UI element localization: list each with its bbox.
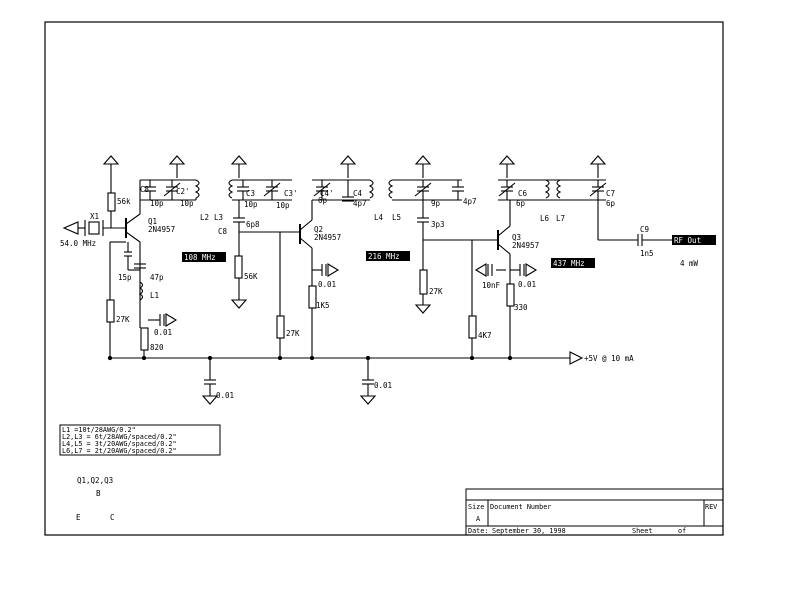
label-l5: L5 (392, 213, 401, 222)
label-c3b: C3' (284, 189, 298, 198)
tb-sheet-label: Sheet (632, 527, 652, 535)
label-c2-val2: 10p (180, 199, 194, 208)
pinout-c: C (110, 513, 115, 522)
pinout-e: E (76, 513, 81, 522)
label-c-4p7: 4p7 (463, 197, 477, 206)
label-l6: L6 (540, 214, 550, 223)
label-c-3p3: 3p3 (431, 220, 445, 229)
label-216mhz: 216 MHz (368, 252, 400, 261)
label-c4: C4 (353, 189, 363, 198)
label-q1-type: 2N4957 (148, 225, 175, 234)
label-c9-val: 1n5 (640, 249, 654, 258)
label-c8: C8 (218, 227, 228, 236)
label-r27k-b: 27K (286, 329, 300, 338)
label-c6-val: 6p (516, 199, 526, 208)
label-r330: 330 (514, 303, 528, 312)
label-c7-val: 6p (606, 199, 616, 208)
label-437mhz: 437 MHz (553, 259, 585, 268)
pinout: Q1,Q2,Q3 B E C (76, 476, 115, 522)
label-r1k5: 1K5 (316, 301, 330, 310)
q1-stage (62, 178, 200, 358)
label-c3b-val: 10p (276, 201, 290, 210)
label-c001-b: 0.01 (318, 280, 336, 289)
label-r56k-b: 56K (244, 272, 258, 281)
pinout-b: B (96, 489, 101, 498)
supply-rail (107, 351, 584, 405)
label-c001-a: 0.01 (154, 328, 172, 337)
label-q3-type: 2N4957 (512, 241, 539, 250)
label-r27k-c: 27K (429, 287, 443, 296)
label-c3: C3 (246, 189, 255, 198)
label-c001-c: 0.01 (518, 280, 536, 289)
label-l1: L1 (150, 291, 159, 300)
label-r820: 820 (150, 343, 164, 352)
label-rf-out: RF Out (674, 236, 701, 245)
label-c4b: C4' (320, 189, 334, 198)
label-r27k-a: 27K (116, 315, 130, 324)
q2-stage (228, 179, 374, 358)
label-q1: Q1 (148, 217, 157, 226)
label-c-9p: 9p (431, 199, 441, 208)
stage-216 (388, 179, 464, 314)
label-q2: Q2 (314, 225, 323, 234)
label-c15p: 15p (118, 273, 132, 282)
tb-doc-label: Document Number (490, 503, 551, 511)
tb-date-label: Date: (468, 527, 488, 535)
label-xtal-freq: 54.0 MHz (60, 239, 96, 248)
note-line-2: L2,L3 = 6t/28AWG/spaced/0.2" (62, 433, 177, 441)
tb-rev-label: REV (705, 503, 717, 511)
label-c47p: 47p (150, 273, 164, 282)
label-108mhz: 108 MHz (184, 253, 216, 262)
tb-size-value: A (476, 515, 480, 523)
label-c2: C2' (176, 187, 190, 196)
label-c7: C7 (606, 189, 615, 198)
tb-date-value: September 30, 1998 (492, 527, 566, 535)
label-c001-d: 0.01 (216, 391, 234, 400)
ground-symbols-top (102, 155, 607, 178)
note-line-4: L6,L7 = 2t/20AWG/spaced/0.2" (62, 447, 177, 455)
pinout-title: Q1,Q2,Q3 (77, 476, 113, 485)
label-supply: +5V @ 10 mA (584, 354, 634, 363)
component-labels: C8 C2' 10p 10p C3 10p C3' 10p C4' 6p C4 … (60, 185, 699, 400)
label-c9: C9 (640, 225, 649, 234)
label-r56k: 56k (117, 197, 131, 206)
label-x1: X1 (90, 212, 99, 221)
label-c2-val: 10p (150, 199, 164, 208)
label-r4k7: 4K7 (478, 331, 492, 340)
label-c4b-val: 6p (318, 196, 328, 205)
label-l7: L7 (556, 214, 565, 223)
label-l2: L2 (200, 213, 209, 222)
coil-notes: L1 =10t/28AWG/0.2" L2,L3 = 6t/28AWG/spac… (59, 424, 221, 456)
q3-stage (423, 179, 672, 358)
frequency-labels: 108 MHz 216 MHz 437 MHz RF Out (182, 235, 716, 268)
label-c001-e: 0.01 (374, 381, 392, 390)
note-line-3: L4,L5 = 3t/20AWG/spaced/0.2" (62, 440, 177, 448)
sheet-border (44, 21, 724, 536)
label-l4: L4 (374, 213, 384, 222)
label-c8-top: C8 (140, 185, 150, 194)
label-l3: L3 (214, 213, 223, 222)
label-c3-val: 10p (244, 200, 258, 209)
label-c10nf: 10nF (482, 281, 501, 290)
label-c8-val: 6p8 (246, 220, 260, 229)
title-block: Size A Document Number REV Date: Septemb… (465, 488, 724, 536)
label-c4-val: 4p7 (353, 199, 367, 208)
tb-sheet-value: of (678, 527, 686, 535)
tb-size-label: Size (468, 503, 484, 511)
note-line-1: L1 =10t/28AWG/0.2" (62, 426, 136, 434)
label-q2-type: 2N4957 (314, 233, 341, 242)
label-rf-power: 4 mW (680, 259, 699, 268)
label-c6: C6 (518, 189, 528, 198)
label-q3: Q3 (512, 233, 521, 242)
